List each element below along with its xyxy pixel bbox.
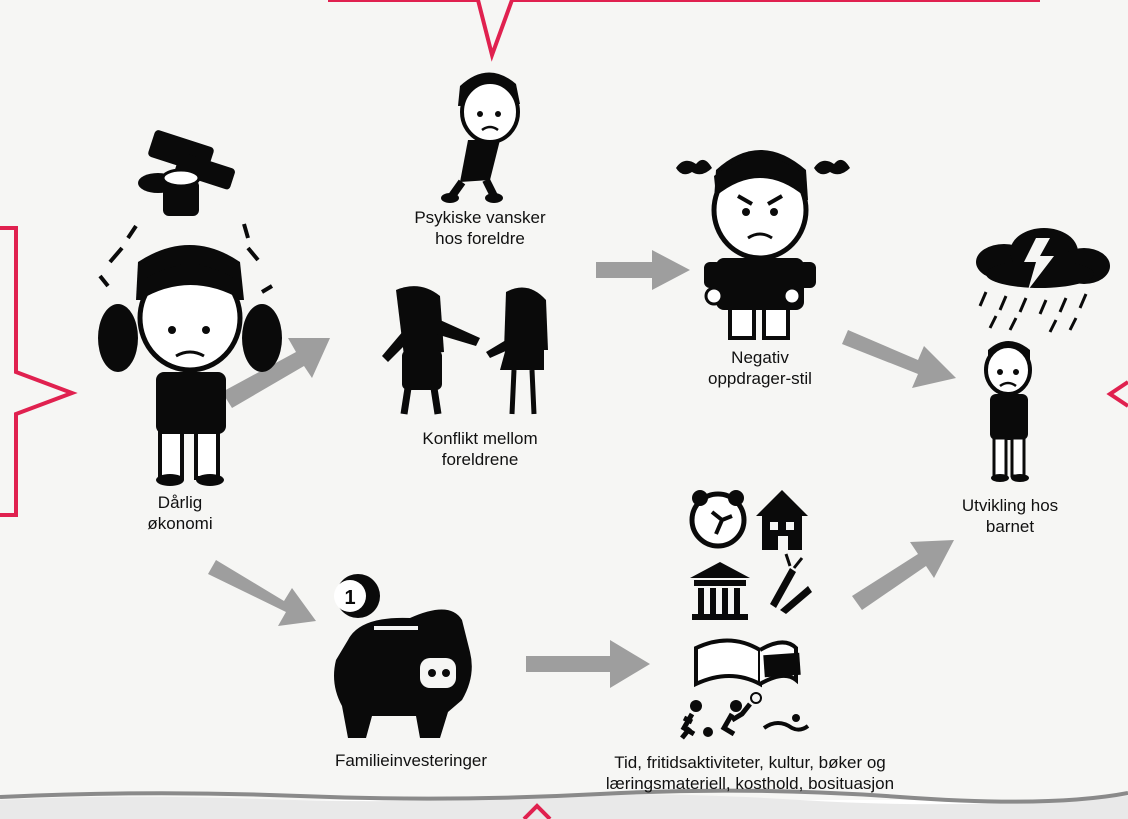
angry-man-icon [676,150,850,340]
activities-icon-grid [680,490,812,740]
label-line-1: Familieinvesteringer [334,751,488,770]
label-line-2: oppdrager-stil [708,369,812,388]
paper-shadow [0,794,1128,819]
label-line-1: Konflikt mellom [422,429,538,448]
node-konflikt-label: Konflikt mellom foreldrene [380,428,580,470]
arrow-vansker-to-negativ [596,250,690,290]
svg-text:1: 1 [344,587,355,609]
node-darlig-okonomi-label: Dårlig økonomi [130,492,230,534]
arrow-okonomi-to-familie [208,560,316,626]
child-under-raincloud-icon [976,228,1110,482]
node-utvikling-label: Utvikling hos barnet [940,495,1080,537]
arrow-familie-to-tid [526,640,650,688]
arrow-negativ-to-utvikling [842,330,956,388]
label-line-1: Psykiske vansker [414,208,546,227]
paper-edge [0,788,1128,804]
node-tid-label: Tid, fritidsaktiviteter, kultur, bøker o… [560,752,940,794]
label-line-2: økonomi [147,514,213,533]
left-callout-frame [0,226,78,517]
flow-arrows [208,250,956,688]
arrow-okonomi-to-konflikt [222,338,330,408]
label-line-1: Tid, fritidsaktiviteter, kultur, bøker o… [614,753,886,772]
stressed-man-with-money-icon [98,130,282,486]
label-line-1: Utvikling hos [961,496,1059,515]
label-line-1: Dårlig [157,493,203,512]
label-line-2: foreldrene [441,450,519,469]
node-familieinvesteringer-label: Familieinvesteringer [296,750,526,771]
label-line-2: barnet [985,517,1035,536]
label-line-1: Negativ [731,348,789,367]
piggy-bank-with-coin-icon: 1 [334,574,472,738]
arguing-couple-icon [382,286,548,415]
node-negativ-label: Negativ oppdrager-stil [680,347,840,389]
top-callout-frame [328,0,1040,62]
node-psykiske-vansker-label: Psykiske vansker hos foreldre [380,207,580,249]
sad-leaning-man-icon [441,72,520,203]
right-callout-frame [1106,380,1128,408]
label-line-2: læringsmateriell, kosthold, bosituasjon [605,774,895,793]
arrow-tid-to-utvikling [852,540,954,610]
bottom-callout-frame [522,803,552,819]
label-line-2: hos foreldre [435,229,525,248]
